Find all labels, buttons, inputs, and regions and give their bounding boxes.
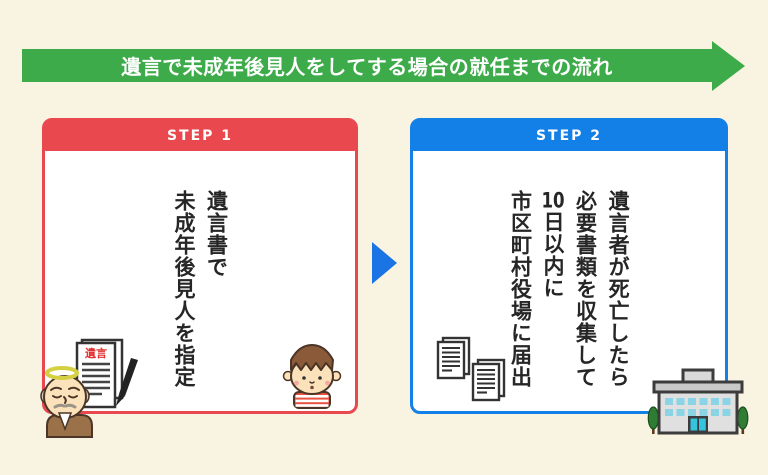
step-1-text: 遺言書で未成年後見人を指定 — [172, 190, 229, 388]
next-step-arrow-icon — [372, 242, 397, 284]
banner-arrowhead-icon — [712, 41, 745, 91]
boy-icon — [282, 344, 342, 409]
step-2-header: STEP 2 — [413, 121, 725, 151]
tree-right-icon — [737, 406, 749, 434]
document-stack-1 — [436, 336, 471, 380]
beard — [57, 412, 73, 432]
deceased-elderly-man-with-will-icon: 遺言 — [40, 338, 138, 438]
page-title: 遺言で未成年後見人をしてする場合の就任までの流れ — [121, 55, 613, 79]
document-stack-2 — [471, 358, 506, 402]
will-label: 遺言 — [84, 346, 107, 360]
hair — [290, 344, 334, 371]
step-1-header: STEP 1 — [45, 121, 355, 151]
windows — [665, 398, 731, 416]
title-banner: 遺言で未成年後見人をしてする場合の就任までの流れ — [22, 49, 712, 82]
halo-icon — [45, 366, 79, 380]
entrance-door — [688, 416, 708, 432]
body — [46, 414, 93, 438]
tree-left-icon — [647, 406, 659, 434]
government-office-building-icon — [647, 368, 749, 435]
documents-icon — [436, 336, 506, 402]
deceased-elderly-man-icon — [40, 366, 93, 438]
pen-icon — [116, 358, 138, 406]
